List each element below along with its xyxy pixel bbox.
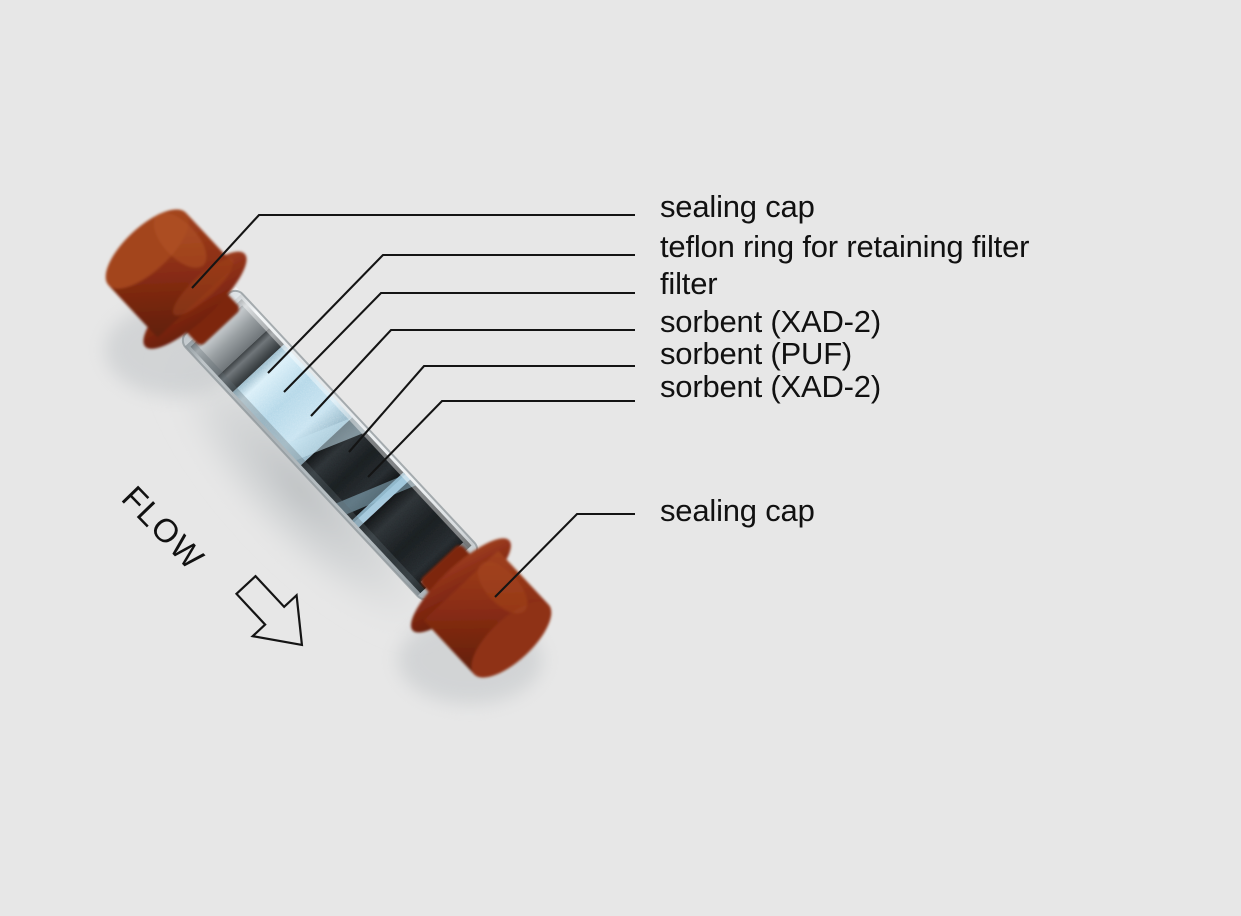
sealing-cap-top-shape — [105, 209, 247, 349]
teflon-ring-bed — [190, 298, 269, 376]
label-sorbent-xad2-top: sorbent (XAD-2) — [660, 304, 881, 339]
label-teflon-ring: teflon ring for retaining filter — [660, 229, 1030, 264]
leader-sealing-cap-bot — [494, 512, 635, 598]
flow-arrow-icon — [234, 574, 304, 647]
sealing-cap-bottom-shape — [410, 538, 552, 678]
leader-teflon-ring — [267, 253, 635, 374]
label-sealing-cap-top: sealing cap — [660, 189, 815, 224]
leader-sorbent-xad2-bot — [367, 399, 635, 478]
leader-lines-group — [191, 213, 635, 598]
cartridge-body — [105, 209, 552, 678]
leader-sorbent-xad2-top — [310, 328, 635, 417]
leader-sealing-cap-top — [191, 213, 635, 289]
label-filter: filter — [660, 266, 718, 301]
label-sorbent-puf: sorbent (PUF) — [660, 336, 853, 371]
label-sorbent-xad2-bot: sorbent (XAD-2) — [660, 369, 881, 404]
leader-filter — [283, 291, 635, 393]
label-sealing-cap-bottom: sealing cap — [660, 493, 815, 528]
filter-bed — [217, 328, 284, 393]
leader-sorbent-puf — [348, 364, 635, 453]
